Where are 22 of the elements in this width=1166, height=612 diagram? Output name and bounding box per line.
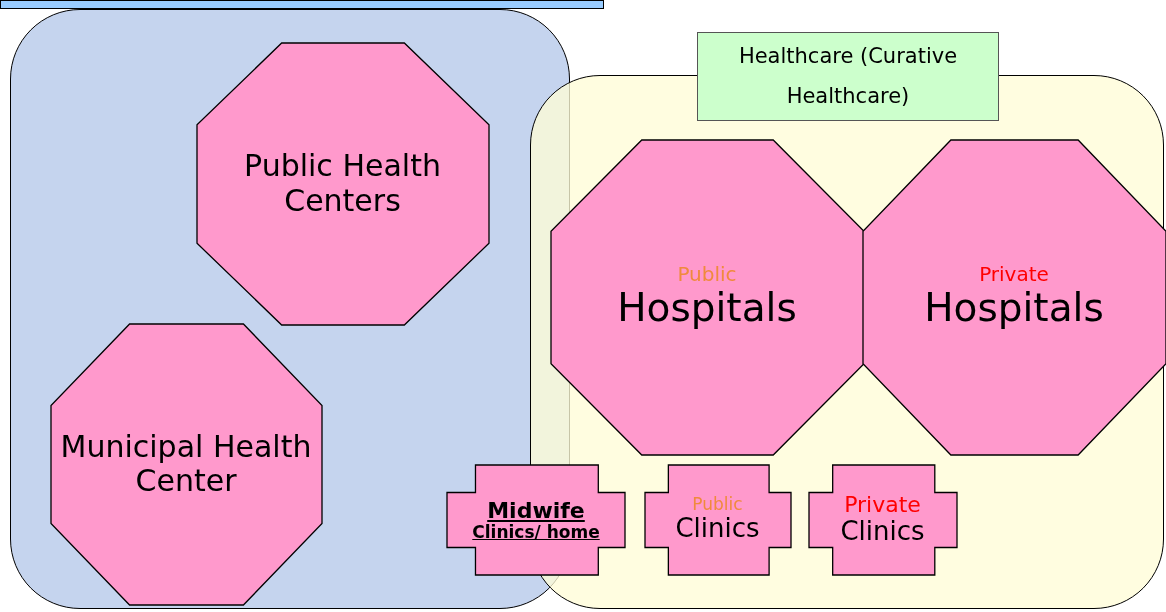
heading-box	[697, 32, 999, 121]
cross-node	[644, 464, 791, 575]
node-label: Clinics	[675, 514, 760, 545]
octagon-node	[550, 139, 864, 455]
cross-node	[808, 464, 957, 575]
octagon-node	[50, 323, 322, 605]
node-label: Clinics/ home	[472, 522, 600, 543]
node-label: Public	[677, 263, 737, 287]
node-label: Healthcare (Curative Healthcare)	[738, 42, 958, 110]
octagon-node	[196, 42, 489, 325]
node-label: Hospitals	[617, 286, 797, 331]
node-label: Public	[692, 494, 743, 515]
node-label: Municipal Health Center	[59, 429, 313, 499]
header-bar	[0, 0, 604, 9]
node-label: Private	[844, 491, 921, 518]
octagon-node	[862, 139, 1166, 455]
node-label: Hospitals	[924, 286, 1104, 331]
node-label: Public Health Centers	[243, 149, 442, 218]
node-label: Private	[979, 263, 1049, 287]
node-label: Clinics	[840, 517, 925, 548]
cross-node	[447, 465, 625, 575]
node-label: Midwife	[487, 497, 585, 523]
